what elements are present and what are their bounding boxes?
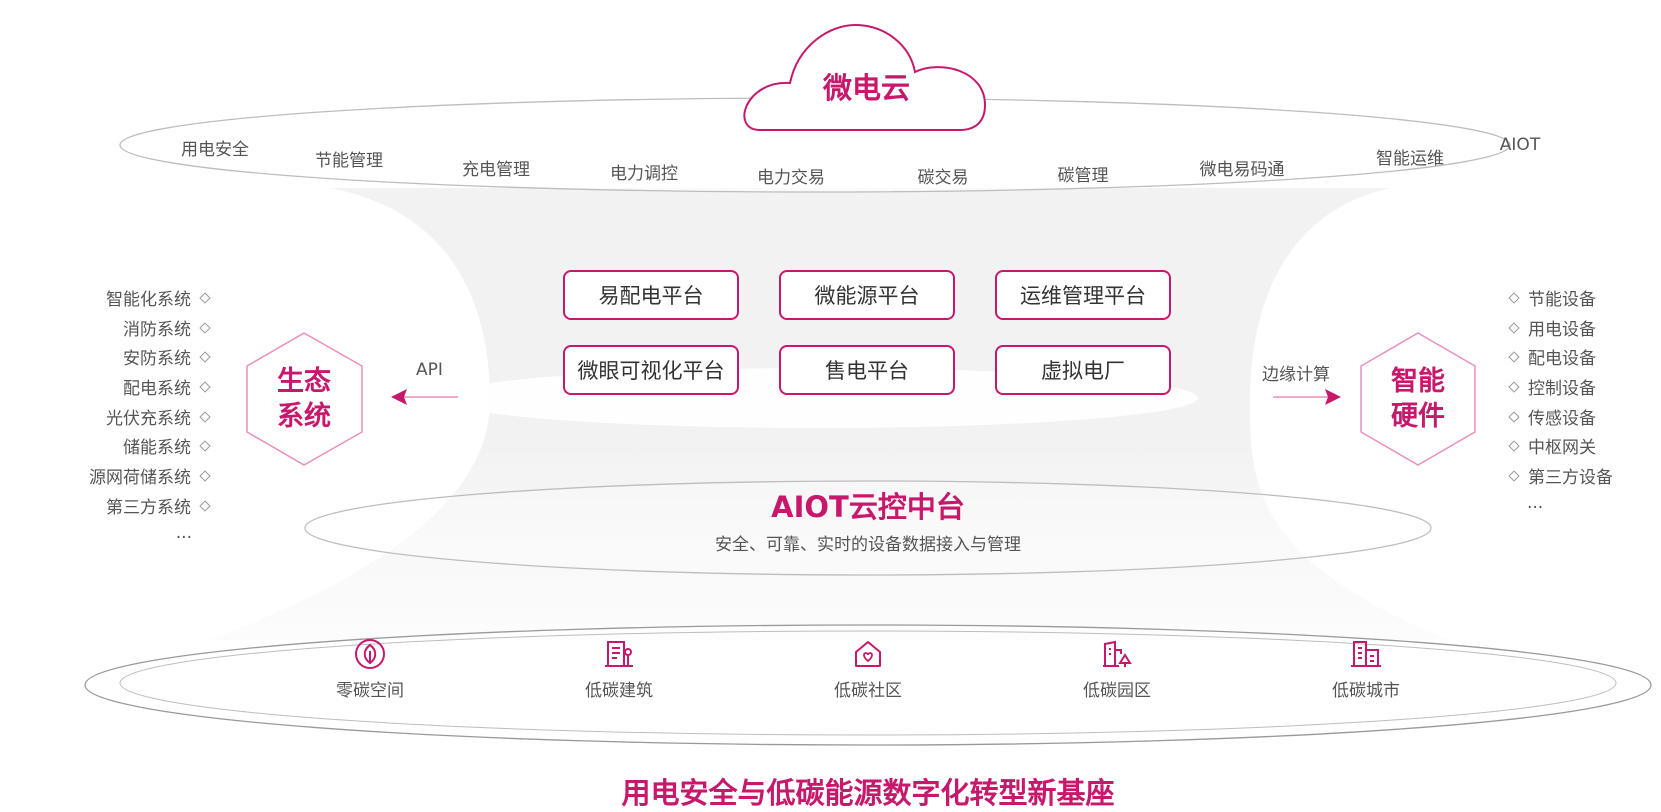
diamond-icon [199, 411, 211, 423]
list-item: 消防系统 [89, 315, 211, 345]
diamond-icon [1508, 440, 1520, 453]
aiot-subtitle: 安全、可靠、实时的设备数据接入与管理 [715, 535, 1021, 555]
list-item: 光伏充系统 [89, 404, 211, 434]
park-icon [1103, 640, 1132, 667]
api-arrow-head [391, 389, 407, 405]
feature-om: 智能运维 [1376, 149, 1444, 169]
feature-aiot: AIOT [1499, 135, 1541, 155]
list-item: 节能设备 [1508, 285, 1613, 315]
list-item: 源网荷储系统 [89, 463, 211, 493]
list-item: 智能化系统 [89, 285, 211, 315]
edge-arrow-head [1325, 389, 1341, 405]
list-item: 第三方系统 [89, 493, 211, 523]
list-more: ... [1527, 492, 1544, 513]
cloud-icon [743, 23, 987, 131]
scene-low-carbon-building[interactable]: 低碳建筑 [549, 638, 689, 701]
left-hex-line1: 生态 [277, 366, 331, 397]
footer-title: 用电安全与低碳能源数字化转型新基座 [621, 776, 1115, 810]
scene-low-carbon-park[interactable]: 低碳园区 [1047, 638, 1187, 701]
right-hexagon [1360, 332, 1476, 466]
right-hex-label: 智能 硬件 [1368, 364, 1468, 434]
platform-om-management[interactable]: 运维管理平台 [995, 270, 1171, 320]
diamond-icon [1508, 322, 1520, 334]
scene-label: 低碳建筑 [585, 681, 653, 701]
right-hex-line1: 智能 [1391, 366, 1445, 397]
scene-low-carbon-community[interactable]: 低碳社区 [798, 638, 938, 701]
cloud-title: 微电云 [823, 71, 911, 105]
list-item: 配电设备 [1508, 344, 1613, 374]
building-icon [605, 641, 633, 667]
scene-label: 低碳城市 [1332, 681, 1400, 701]
list-item: 中枢网关 [1508, 433, 1613, 463]
platform-visualization[interactable]: 微眼可视化平台 [563, 345, 739, 395]
hardware-list: 节能设备 用电设备 配电设备 控制设备 传感设备 中枢网关 第三方设备 ... [1508, 285, 1613, 523]
platform-micro-energy[interactable]: 微能源平台 [779, 270, 955, 320]
diamond-icon [199, 351, 211, 364]
left-hexagon [246, 332, 363, 466]
list-item: 用电设备 [1508, 315, 1613, 345]
scene-label: 低碳园区 [1083, 681, 1151, 701]
feature-energy-saving: 节能管理 [315, 151, 383, 171]
list-item: 配电系统 [89, 374, 211, 404]
diamond-icon [199, 500, 211, 512]
diamond-icon [199, 440, 211, 453]
list-item: 控制设备 [1508, 374, 1613, 404]
bottom-ring-outer [84, 624, 1652, 746]
scene-zero-carbon-space[interactable]: 零碳空间 [300, 638, 440, 701]
list-item: 安防系统 [89, 344, 211, 374]
feature-power-control: 电力调控 [610, 164, 678, 184]
ecosystem-list: 智能化系统 消防系统 安防系统 配电系统 光伏充系统 储能系统 源网荷储系统 第… [89, 285, 211, 552]
feature-power-trading: 电力交易 [757, 168, 825, 188]
feature-code: 微电易码通 [1199, 160, 1285, 180]
diamond-icon [1508, 381, 1520, 393]
scene-label: 零碳空间 [336, 681, 404, 701]
leaf-icon [355, 639, 385, 669]
middle-ring [304, 480, 1432, 576]
platform-electricity-sales[interactable]: 售电平台 [779, 345, 955, 395]
diamond-icon [199, 292, 211, 304]
diamond-icon [199, 322, 211, 334]
feature-carbon-trading: 碳交易 [917, 168, 969, 188]
diamond-icon [1508, 292, 1520, 304]
platform-virtual-plant[interactable]: 虚拟电厂 [995, 345, 1171, 395]
list-item: 储能系统 [89, 433, 211, 463]
feature-carbon-management: 碳管理 [1057, 166, 1109, 186]
list-item: 传感设备 [1508, 404, 1613, 434]
feature-charging: 充电管理 [462, 160, 530, 180]
diamond-icon [199, 381, 211, 393]
diamond-icon [1508, 470, 1520, 482]
left-hex-label: 生态 系统 [254, 364, 354, 434]
diamond-icon [1508, 351, 1520, 364]
scene-label: 低碳社区 [834, 681, 902, 701]
feature-safety: 用电安全 [181, 140, 249, 160]
house-heart-icon [855, 641, 881, 667]
bottom-ring-inner [119, 630, 1617, 736]
list-item: 第三方设备 [1508, 463, 1613, 493]
api-label: API [416, 360, 443, 380]
platform-easy-distribution[interactable]: 易配电平台 [563, 270, 739, 320]
right-hex-line2: 硬件 [1391, 401, 1445, 432]
diamond-icon [199, 470, 211, 482]
city-icon [1351, 641, 1381, 667]
diamond-icon [1508, 411, 1520, 423]
edge-computing-label: 边缘计算 [1262, 365, 1330, 385]
scene-low-carbon-city[interactable]: 低碳城市 [1296, 638, 1436, 701]
left-hex-line2: 系统 [277, 401, 331, 432]
list-more: ... [175, 522, 192, 543]
aiot-title: AIOT云控中台 [771, 490, 965, 524]
